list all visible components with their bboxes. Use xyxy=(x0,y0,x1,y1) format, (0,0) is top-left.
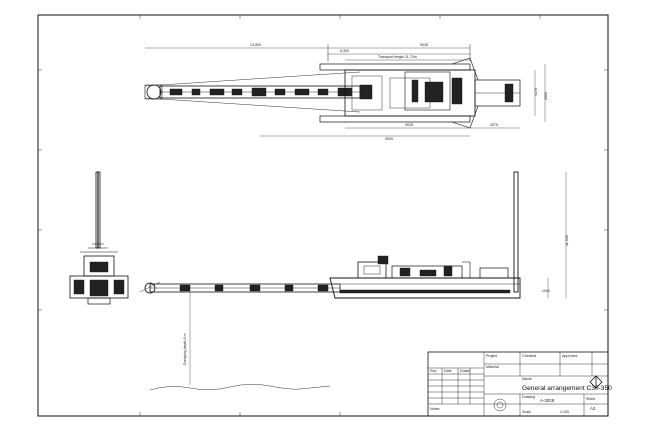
dim-ladder: 6,300 xyxy=(340,49,349,53)
sheet-value: A3 xyxy=(590,406,596,411)
frame-zone-ticks xyxy=(38,15,608,416)
front-view xyxy=(69,171,129,305)
dim-transport: Transport length 11,70m xyxy=(378,55,417,59)
approved-label: Approved xyxy=(562,354,577,358)
dim-depth: Dredging depth 8 m xyxy=(183,333,187,365)
drawn-label: Drawn xyxy=(460,369,470,373)
dim-height: 11,540 xyxy=(565,235,569,246)
dim-bottom: 9500 xyxy=(385,137,393,141)
side-view: 11,540 1000 Dredging depth 8 m xyxy=(139,171,569,391)
notes-label: Notes xyxy=(430,407,440,411)
dim-overall: 13,800 xyxy=(250,43,261,47)
checked-label: Checked xyxy=(522,354,536,358)
company-seal-icon xyxy=(493,398,507,412)
top-view: 13,800 5026 6,300 Transport length 11,70… xyxy=(144,43,548,141)
company-logo-icon xyxy=(589,375,603,389)
scale-label: Scale xyxy=(522,410,531,414)
dim-pontoon: 9028 xyxy=(405,123,413,127)
dim-rear: 4075 xyxy=(490,123,498,127)
drawing-no: A-3028 xyxy=(540,398,555,403)
material-label: Material xyxy=(486,365,499,369)
drawing-frame xyxy=(37,14,609,417)
date-label: Date xyxy=(444,369,452,373)
dim-draft: 1000 xyxy=(542,289,550,293)
project-label: Project xyxy=(486,354,497,358)
dim-right: 5026 xyxy=(420,43,428,47)
dim-height-b: 2600 xyxy=(544,92,548,100)
title-block: Rev Date Drawn Notes Project Checked App… xyxy=(427,351,612,417)
drawing-no-label: Drawing xyxy=(522,395,535,399)
name-label: Name xyxy=(522,377,532,381)
drawing-title: General arrangement C30-350 xyxy=(522,385,612,392)
rev-label: Rev xyxy=(430,369,437,373)
dim-height-a: 4176 xyxy=(534,88,538,96)
sheet-label: Sheet xyxy=(586,397,595,401)
scale-value: 1:100 xyxy=(560,410,569,414)
